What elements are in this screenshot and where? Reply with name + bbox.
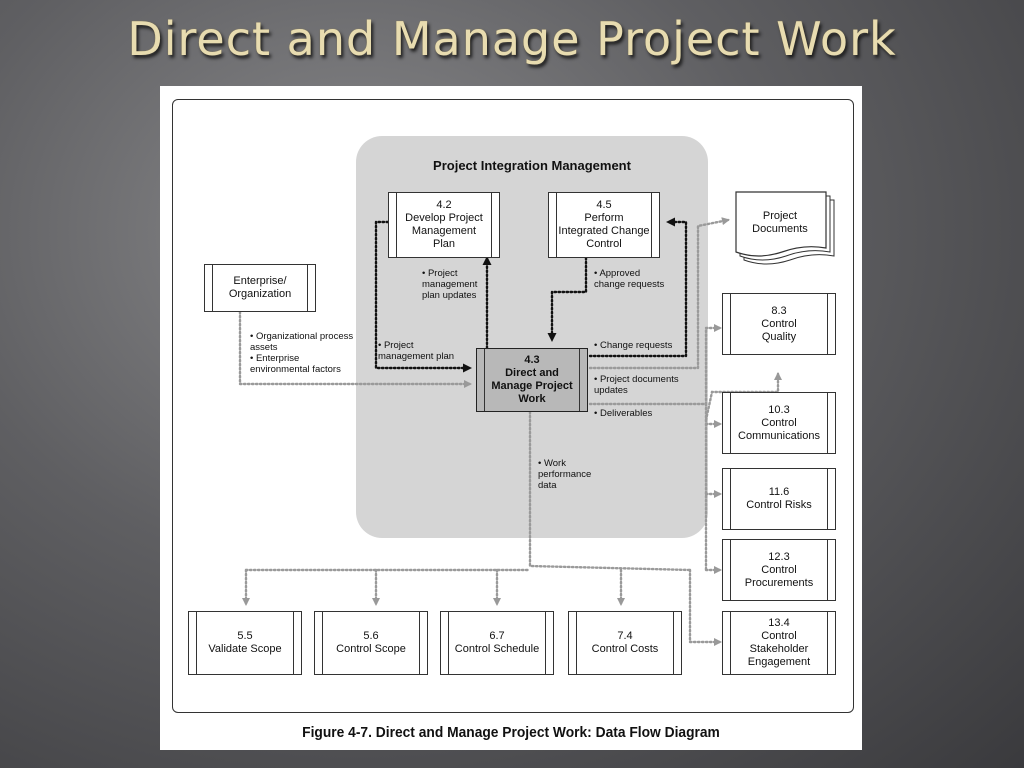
label-pmp-input: • Project management plan (378, 340, 455, 362)
project-documents-shape (735, 191, 835, 265)
flow-dmpw-to-docs (588, 217, 730, 370)
label-approved-change-requests: • Approved change requests (594, 268, 665, 290)
figure-caption: Figure 4-7. Direct and Manage Project Wo… (302, 724, 720, 741)
box-develop-project-management-plan: 4.2 Develop Project Management Plan (388, 192, 500, 258)
flow-dmpw-to-quality (588, 324, 722, 406)
box-control-risks: 11.6 Control Risks (722, 468, 836, 530)
flow-work-perf-trunk (528, 410, 692, 572)
slide-title: Direct and Manage Project Work (127, 12, 897, 66)
label-enterprise-inputs: • Organizational process assets • Enterp… (250, 331, 354, 375)
label-project-documents-updates: • Project documents updates (594, 374, 679, 396)
box-control-stakeholder-engagement: 13.4 Control Stakeholder Engagement (722, 611, 836, 675)
label-deliverables: • Deliverables (594, 408, 653, 419)
label-work-performance-data: • Work performance data (538, 458, 592, 491)
box-control-communications: 10.3 Control Communications (722, 392, 836, 454)
box-control-scope: 5.6 Control Scope (314, 611, 428, 675)
box-control-costs: 7.4 Control Costs (568, 611, 682, 675)
box-direct-and-manage-project-work: 4.3 Direct and Manage Project Work (476, 348, 588, 412)
box-enterprise-organization: Enterprise/ Organization (204, 264, 316, 312)
group-title: Project Integration Management (433, 158, 631, 173)
box-control-procurements: 12.3 Control Procurements (722, 539, 836, 601)
box-perform-integrated-change-control: 4.5 Perform Integrated Change Control (548, 192, 660, 258)
flow-icc-to-dmpw (547, 256, 588, 342)
box-control-quality: 8.3 Control Quality (722, 293, 836, 355)
box-validate-scope: 5.5 Validate Scope (188, 611, 302, 675)
label-project-documents: Project Documents (752, 210, 808, 235)
label-change-requests: • Change requests (594, 340, 673, 351)
flow-pmp-to-dmpw (374, 220, 472, 373)
flow-enterprise-to-dmpw (238, 310, 472, 388)
flow-to-stakeholder (688, 568, 722, 646)
box-control-schedule: 6.7 Control Schedule (440, 611, 554, 675)
flow-dmpw-to-icc (588, 217, 688, 358)
label-pmp-updates: • Project management plan updates (422, 268, 478, 301)
